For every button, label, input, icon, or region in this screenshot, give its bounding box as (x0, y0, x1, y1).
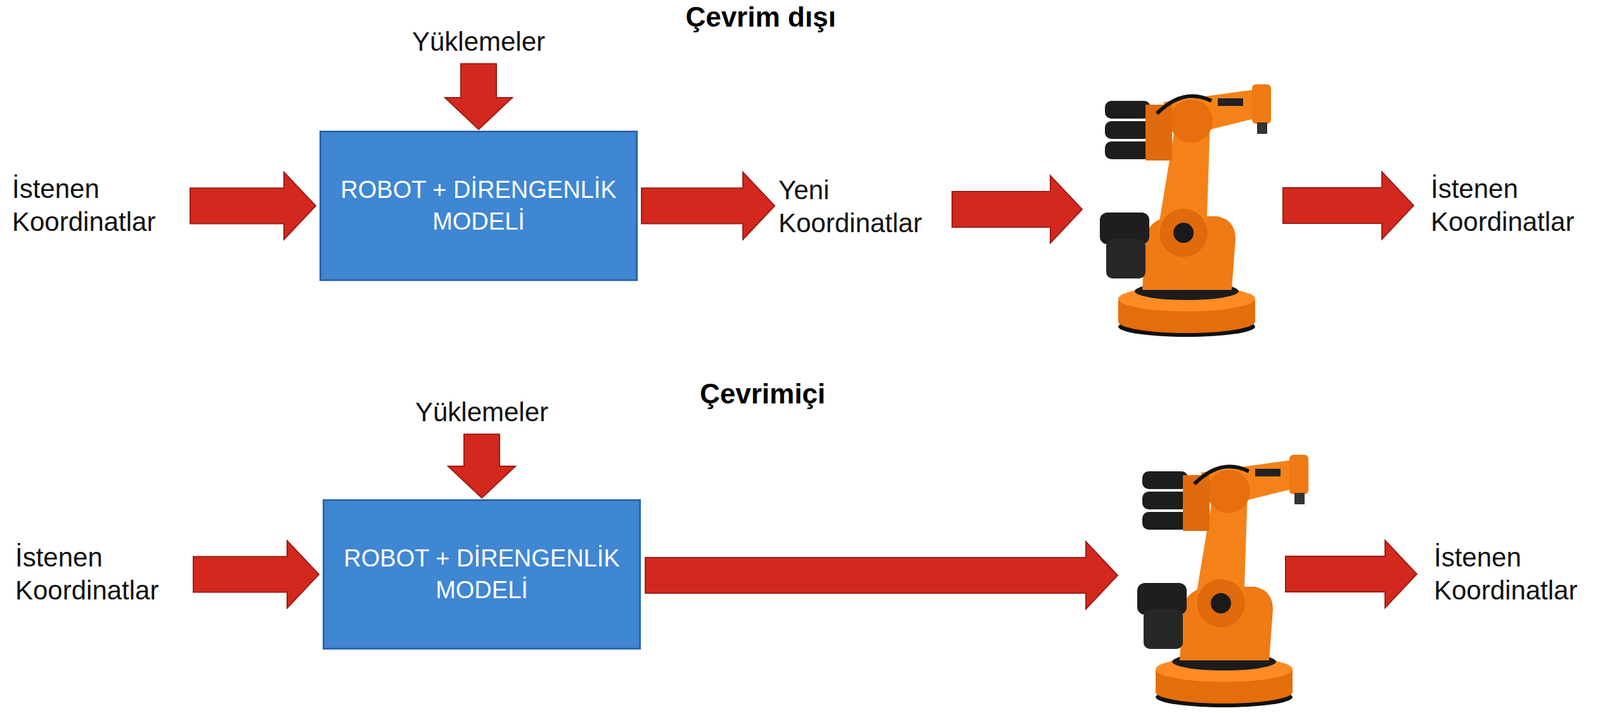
flow-arrow (952, 175, 1083, 243)
section-title: Çevrim dışı (685, 1, 836, 33)
result-label: İstenen Koordinatlar (1430, 172, 1597, 239)
model-box: ROBOT + DİRENGENLİK MODELİ (319, 130, 638, 281)
node-text: İstenen Koordinatlar (12, 172, 187, 239)
node-text: Yüklemeler (383, 25, 574, 59)
flow-arrow (445, 64, 513, 130)
node-text: ROBOT + DİRENGENLİK MODELİ (334, 542, 629, 606)
robot-image (1137, 454, 1309, 707)
model-box: ROBOT + DİRENGENLİK MODELİ (322, 498, 641, 650)
flow-arrow (1283, 171, 1414, 239)
section-title: Çevrimiçi (699, 377, 826, 410)
result-label: İstenen Koordinatlar (1433, 540, 1596, 608)
load-label: Yüklemeler (386, 395, 577, 430)
input-label: İstenen Koordinatlar (15, 540, 190, 608)
flow-arrow (193, 540, 319, 608)
robot-image (1099, 84, 1271, 337)
node-text: İstenen Koordinatlar (15, 540, 190, 608)
flow-arrow (190, 172, 316, 240)
output-label: Yeni Koordinatlar (778, 173, 945, 241)
node-text: İstenen Koordinatlar (1430, 172, 1597, 239)
node-text: Yeni Koordinatlar (778, 173, 945, 241)
flow-arrow (645, 541, 1118, 609)
load-label: Yüklemeler (383, 25, 574, 59)
input-label: İstenen Koordinatlar (12, 172, 187, 239)
node-text: Yüklemeler (386, 395, 577, 430)
flow-arrow (1285, 540, 1417, 608)
flow-arrow (641, 172, 775, 240)
node-text: ROBOT + DİRENGENLİK MODELİ (331, 174, 626, 238)
node-text: İstenen Koordinatlar (1433, 540, 1596, 608)
flow-arrow (448, 434, 516, 499)
